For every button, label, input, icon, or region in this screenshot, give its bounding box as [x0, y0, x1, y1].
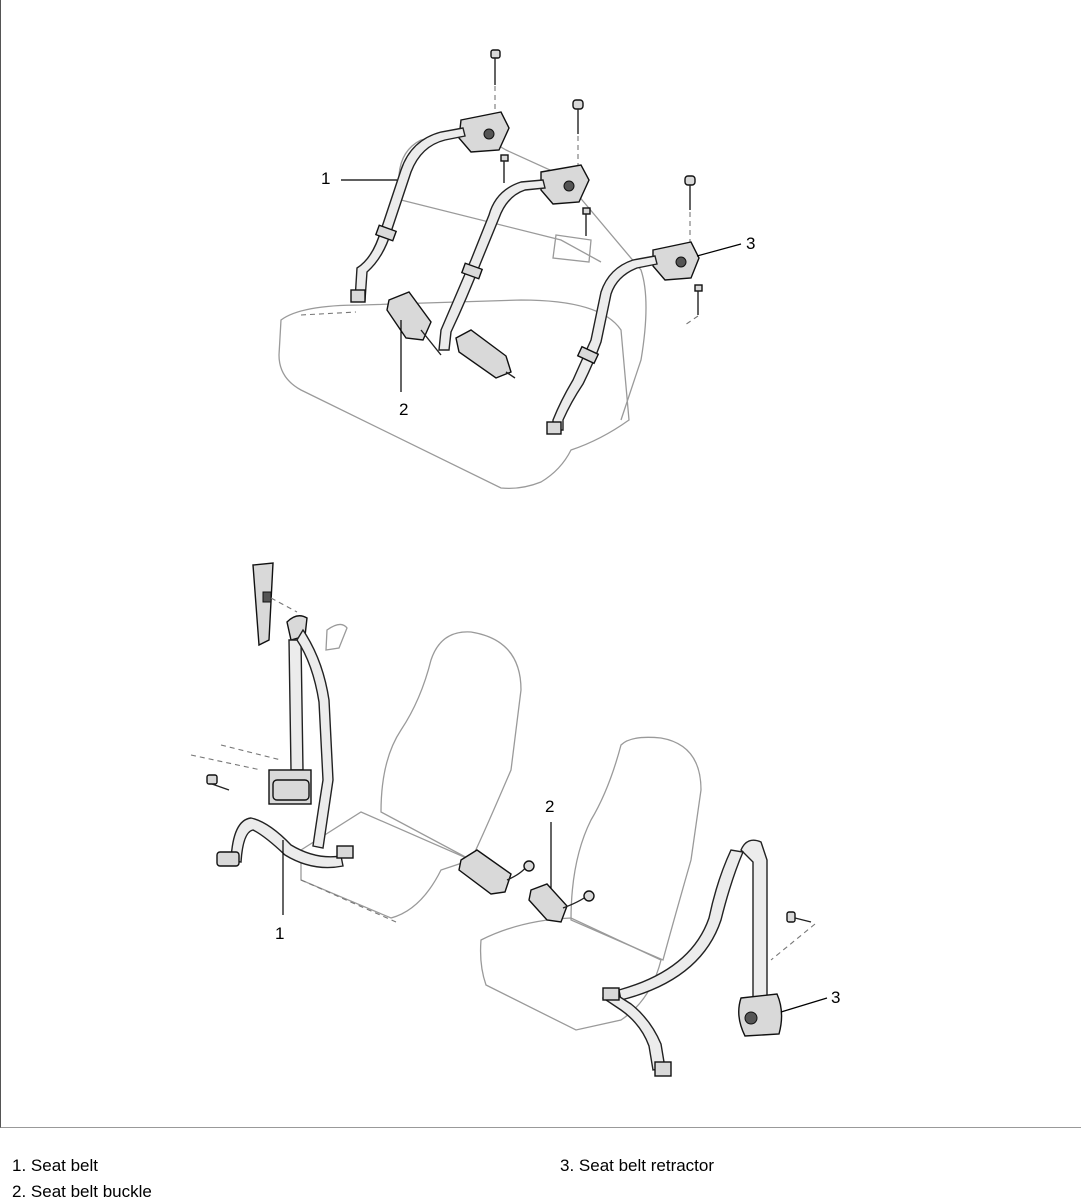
passenger-seat — [479, 736, 702, 1031]
buckle-icon — [528, 883, 595, 923]
rear-bench-seat — [278, 135, 647, 490]
seat-belt-webbing — [601, 839, 768, 1077]
buckle-icon — [458, 849, 535, 895]
rear-seat-illustration — [278, 49, 703, 490]
bolt-icon — [770, 911, 816, 961]
legend-item-seat-belt-buckle: 2. Seat belt buckle — [12, 1182, 152, 1201]
retractor-icon — [738, 993, 783, 1037]
seat-belt-webbing — [350, 127, 658, 435]
pillar-trim — [252, 562, 348, 651]
callout-label: 3 — [831, 988, 840, 1007]
bolt-icon — [684, 284, 703, 326]
callout-label: 3 — [746, 234, 755, 253]
bolt-icon — [206, 774, 230, 791]
bolt-icon — [490, 49, 501, 112]
callout-bottom-2: 2 — [545, 797, 554, 888]
callout-bottom-1: 1 — [275, 840, 284, 943]
front-seat-illustration — [190, 562, 816, 1077]
bolt-icon — [684, 175, 696, 244]
callout-label: 1 — [321, 169, 330, 188]
legend-item-seat-belt-retractor: 3. Seat belt retractor — [560, 1156, 715, 1175]
buckle-icon — [386, 291, 442, 356]
buckle-icon — [455, 329, 516, 379]
retractor-icon — [540, 164, 590, 205]
bolt-icon — [582, 207, 591, 236]
retractor-icon — [458, 111, 510, 153]
callout-label: 2 — [399, 400, 408, 419]
callout-top-2: 2 — [399, 320, 408, 419]
bolt-icon — [500, 154, 509, 183]
callout-label: 2 — [545, 797, 554, 816]
retractor-icon — [652, 241, 700, 281]
callout-label: 1 — [275, 924, 284, 943]
callout-top-3: 3 — [696, 234, 755, 257]
legend: 1. Seat belt 2. Seat belt buckle 3. Seat… — [0, 1128, 1081, 1201]
legend-item-seat-belt: 1. Seat belt — [12, 1156, 99, 1175]
bolt-icon — [572, 99, 584, 166]
callout-bottom-3: 3 — [780, 988, 840, 1013]
callout-top-1: 1 — [321, 169, 397, 188]
seat-belt-webbing — [216, 615, 354, 869]
exploded-view-diagram: 1 2 3 — [0, 0, 1081, 1128]
driver-seat — [190, 631, 522, 923]
